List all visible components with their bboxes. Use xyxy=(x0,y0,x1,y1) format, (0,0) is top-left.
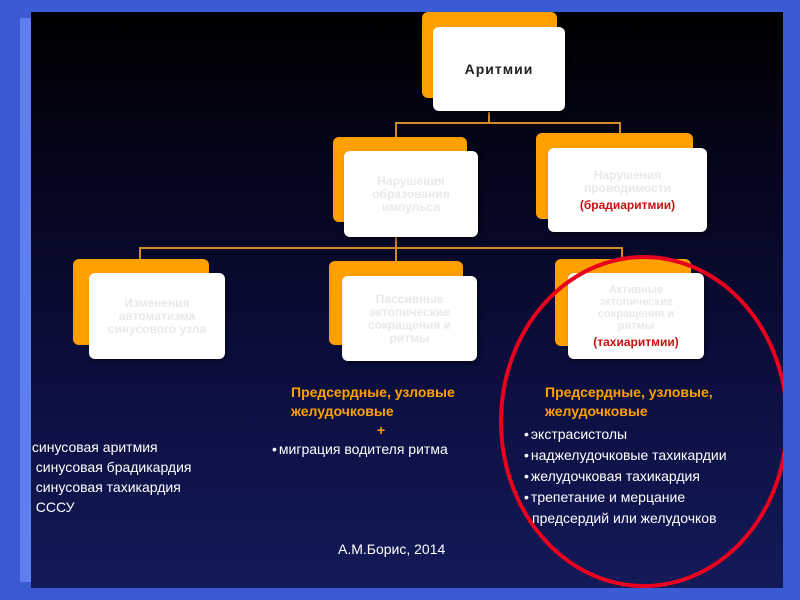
left-list-item: • синусовая тахикардия xyxy=(31,477,192,497)
right-list-item: •экстрасистолы xyxy=(524,426,628,442)
connector-level2-bar xyxy=(139,247,623,249)
slide: Аритмии Нарушения образования импульса Н… xyxy=(31,12,783,588)
node-arrhythmias-label: Аритмии xyxy=(464,60,534,77)
right-heading-2: желудочковые xyxy=(545,403,648,419)
right-list-item-text: экстрасистолы xyxy=(530,426,628,442)
right-list-item-continued: предсердий или желудочков xyxy=(532,510,717,526)
connector-level1-left xyxy=(395,122,397,142)
node-conduction-disorders-sub: (брадиаритмии) xyxy=(579,197,676,212)
left-list: •синусовая аритмия • синусовая брадикард… xyxy=(31,437,192,517)
connector-level1-bar xyxy=(395,122,621,124)
mid-item: •миграция водителя ритма xyxy=(272,441,448,457)
left-list-item: • синусовая брадикардия xyxy=(31,457,192,477)
right-column: Предсердные, узловые, желудочковые •экст… xyxy=(524,382,783,529)
right-list-item: •желудочковая тахикардия xyxy=(524,468,700,484)
author-credit: А.М.Борис, 2014 xyxy=(338,541,446,557)
connector-level2-right xyxy=(621,247,623,261)
right-heading-1: Предсердные, узловые, xyxy=(545,384,713,400)
connector-level2-left xyxy=(139,247,141,261)
connector-level2-mid xyxy=(395,247,397,261)
right-list-item-text: наджелудочковые тахикардии xyxy=(530,447,727,463)
left-list-item: •синусовая аритмия xyxy=(31,437,192,457)
right-list-item-text: трепетание и мерцание xyxy=(530,489,686,505)
connector-level1-right xyxy=(619,122,621,142)
left-list-item-text: синусовая тахикардия xyxy=(35,479,181,495)
right-list-item: •наджелудочковые тахикардии xyxy=(524,447,727,463)
connector-root-down xyxy=(488,112,490,124)
mid-heading-1: Предсердные, узловые xyxy=(291,384,455,400)
mid-plus: + xyxy=(377,422,386,438)
left-list-item-text: СССУ xyxy=(35,499,75,515)
right-list-item-text: желудочковая тахикардия xyxy=(530,468,700,484)
node-automatism-changes-label: Изменения автоматизма синусового узла xyxy=(107,295,207,336)
left-list-item-text: синусовая аритмия xyxy=(31,439,158,455)
connector-mid-down xyxy=(395,237,397,249)
node-conduction-disorders-label: Нарушения проводимости xyxy=(583,167,672,195)
mid-heading-2: желудочковые xyxy=(291,403,394,419)
left-list-item-text: синусовая брадикардия xyxy=(35,459,192,475)
right-list-item: •трепетание и мерцание xyxy=(524,489,686,505)
mid-item-text: миграция водителя ритма xyxy=(278,441,448,457)
mid-column: Предсердные, узловые желудочковые + •миг… xyxy=(272,382,455,458)
node-passive-ectopic-label: Пассивные эктопические сокращения и ритм… xyxy=(367,291,452,345)
node-impulse-formation-label: Нарушения образования импульса xyxy=(372,173,450,214)
highlight-ring xyxy=(499,255,783,588)
left-list-item: • СССУ xyxy=(31,497,192,517)
